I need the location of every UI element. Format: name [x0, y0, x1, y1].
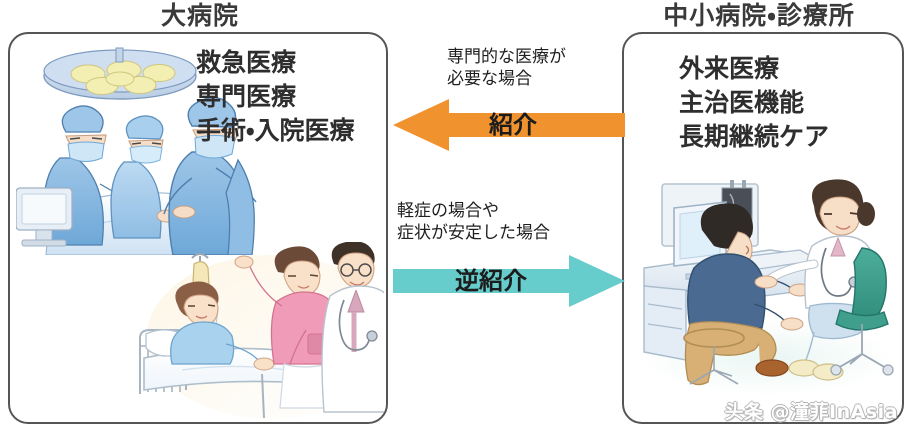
- referral-caption-line: 専門的な医療が: [447, 47, 566, 67]
- right-service-item: 主治医機能: [679, 88, 805, 117]
- left-service-item: 救急医療: [196, 48, 297, 77]
- back-referral-caption-line: 軽症の場合や: [397, 201, 499, 221]
- arrow-right-icon: [393, 254, 625, 307]
- clinic-consultation-illustration: [628, 172, 900, 400]
- back-referral-label: 逆紹介: [455, 266, 527, 295]
- left-panel-service-list: 救急医療 専門医療 手術・入院医療: [196, 47, 355, 149]
- referral-label: 紹介: [489, 110, 537, 139]
- left-panel-large-hospital: 救急医療 専門医療 手術・入院医療: [8, 32, 388, 424]
- left-panel-title: 大病院: [160, 1, 239, 30]
- referral-caption-line: 必要な場合: [447, 69, 532, 90]
- watermark: 头条 @潼菲InAsia: [724, 401, 898, 423]
- operating-room-illustration: [16, 40, 276, 255]
- right-service-item: 長期継続ケア: [679, 122, 830, 151]
- referral-flow: 専門的な医療が 必要な場合 紹介: [393, 46, 625, 151]
- right-panel-service-list: 外来医療 主治医機能 長期継続ケア: [679, 53, 829, 155]
- right-panel-small-hospital-clinic: 外来医療 主治医機能 長期継続ケア: [622, 32, 904, 424]
- right-panel-title: 中小病院・診療所: [663, 1, 855, 30]
- arrow-left-icon: [393, 98, 625, 151]
- back-referral-caption: 軽症の場合や 症状が安定した場合: [397, 200, 625, 245]
- back-referral-caption-line: 症状が安定した場合: [397, 223, 550, 244]
- back-referral-flow: 軽症の場合や 症状が安定した場合 逆紹介: [393, 200, 625, 307]
- hospital-ward-illustration: [122, 242, 384, 422]
- left-service-item: 手術・入院医療: [196, 116, 355, 145]
- referral-caption: 専門的な医療が 必要な場合: [447, 46, 625, 91]
- right-service-item: 外来医療: [679, 54, 780, 83]
- left-service-item: 専門医療: [196, 82, 297, 111]
